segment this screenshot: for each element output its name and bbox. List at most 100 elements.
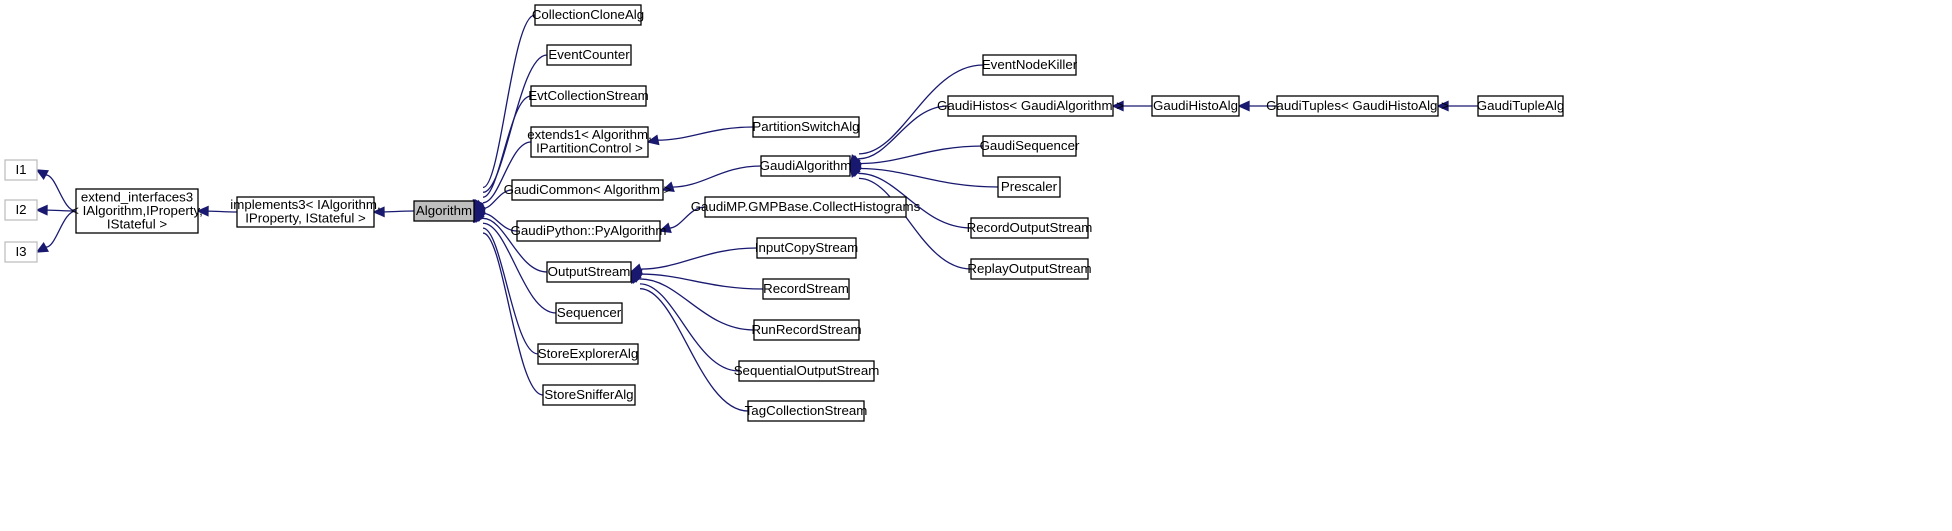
edge-eventnodekiller-to-gaudialgorithm (858, 64, 984, 155)
arrowhead-gaudihistos (1111, 100, 1124, 112)
class-node-gaudihistoalg[interactable]: GaudiHistoAlg (1151, 95, 1240, 117)
edge-collectionclonealg-to-algorithm (482, 14, 536, 189)
class-box (4, 241, 38, 263)
edge-layer (35, 14, 1478, 412)
edge-sequentialoutputstream-to-outputstream (639, 283, 740, 372)
class-label: GaudiMP.GMPBase.CollectHistograms (691, 199, 921, 214)
class-node-algorithm[interactable]: Algorithm (413, 200, 475, 222)
class-box (753, 319, 860, 341)
class-label: PartitionSwitchAlg (752, 119, 859, 134)
class-box (4, 159, 38, 181)
class-node-extend-interfaces3[interactable]: extend_interfaces3< IAlgorithm,IProperty… (71, 188, 203, 234)
class-label: GaudiHistos< GaudiAlgorithm > (937, 98, 1124, 113)
class-box (756, 237, 857, 259)
class-box (530, 85, 647, 107)
class-label: EventCounter (548, 47, 630, 62)
class-label: IProperty, IStateful > (245, 211, 366, 226)
class-box (738, 360, 875, 382)
class-node-sequencer[interactable]: Sequencer (555, 302, 623, 324)
edge-storesnifferalg-to-algorithm (482, 232, 544, 396)
class-label: IStateful > (107, 216, 167, 231)
class-node-runrecordstream[interactable]: RunRecordStream (751, 319, 862, 341)
class-node-gaudihistos[interactable]: GaudiHistos< GaudiAlgorithm > (937, 95, 1124, 117)
edge-partitionswitchalg-to-extends1 (656, 126, 754, 141)
class-label: EventNodeKiller (982, 57, 1078, 72)
class-box (413, 200, 475, 222)
edge-pyalgorithm-to-algorithm (482, 212, 518, 232)
class-node-implements3[interactable]: implements3< IAlgorithm,IProperty, IStat… (230, 196, 381, 228)
class-node-collectionclonealg[interactable]: CollectionCloneAlg (532, 4, 644, 26)
class-node-gaudialgorithm[interactable]: GaudiAlgorithm (760, 155, 852, 177)
class-box (997, 176, 1061, 198)
class-node-gaudisequencer[interactable]: GaudiSequencer (980, 135, 1080, 157)
class-box (1276, 95, 1439, 117)
edge-recordoutputstream-to-gaudialgorithm (858, 172, 972, 229)
class-label: EvtCollectionStream (528, 88, 648, 103)
class-node-recordoutputstream[interactable]: RecordOutputStream (967, 217, 1093, 239)
class-node-eventcounter[interactable]: EventCounter (546, 44, 632, 66)
class-node-replayoutputstream[interactable]: ReplayOutputStream (967, 258, 1092, 280)
class-node-extends1[interactable]: extends1< Algorithm,IPartitionControl > (527, 126, 652, 158)
edge-extend-interfaces3-to-i2 (45, 209, 77, 212)
class-node-recordstream[interactable]: RecordStream (762, 278, 850, 300)
class-node-i1[interactable]: I1 (4, 159, 38, 181)
class-label: extends1< Algorithm, (527, 127, 652, 142)
class-node-outputstream[interactable]: OutputStream (546, 261, 632, 283)
class-box (982, 54, 1077, 76)
class-box (752, 116, 860, 138)
edge-gaudihistos-to-gaudialgorithm (858, 105, 949, 160)
class-node-gaudituplealg[interactable]: GaudiTupleAlg (1477, 95, 1564, 117)
arrowhead-gaudialgorithm (849, 164, 861, 178)
arrowhead-pyalgorithm (658, 222, 672, 233)
edge-collecthistograms-to-pyalgorithm (668, 206, 706, 229)
class-box (75, 188, 199, 234)
class-label: GaudiCommon< Algorithm > (504, 182, 672, 197)
class-label: GaudiTupleAlg (1477, 98, 1564, 113)
class-label: GaudiSequencer (980, 138, 1080, 153)
class-box (546, 44, 632, 66)
class-box (511, 179, 664, 201)
class-label: GaudiPython::PyAlgorithm (511, 223, 667, 238)
class-node-inputcopystream[interactable]: InputCopyStream (755, 237, 858, 259)
edge-extend-interfaces3-to-i1 (45, 174, 77, 212)
class-box (982, 135, 1077, 157)
class-node-i3[interactable]: I3 (4, 241, 38, 263)
class-node-sequentialoutputstream[interactable]: SequentialOutputStream (734, 360, 880, 382)
class-label: OutputStream (548, 264, 631, 279)
class-label: RunRecordStream (751, 322, 861, 337)
class-label: extend_interfaces3 (81, 189, 193, 204)
class-label: ReplayOutputStream (967, 261, 1091, 276)
class-label: SequentialOutputStream (734, 363, 880, 378)
class-node-storesnifferalg[interactable]: StoreSnifferAlg (542, 384, 636, 406)
class-label: StoreSnifferAlg (544, 387, 633, 402)
class-box (760, 155, 851, 177)
class-box (516, 220, 661, 242)
class-node-evtcollectionstream[interactable]: EvtCollectionStream (528, 85, 649, 107)
edge-algorithm-to-implements3 (382, 210, 415, 213)
class-label: implements3< IAlgorithm, (230, 197, 380, 212)
class-box (542, 384, 636, 406)
class-box (1477, 95, 1564, 117)
edge-outputstream-to-algorithm (482, 217, 548, 273)
edge-recordstream-to-outputstream (639, 273, 764, 290)
class-node-tagcollectionstream[interactable]: TagCollectionStream (745, 400, 868, 422)
class-node-gaudicommon[interactable]: GaudiCommon< Algorithm > (504, 179, 672, 201)
class-box (947, 95, 1114, 117)
arrowhead-i1 (35, 169, 49, 180)
class-box (1151, 95, 1240, 117)
class-node-partitionswitchalg[interactable]: PartitionSwitchAlg (752, 116, 860, 138)
arrowhead-gaudihistoalg (1237, 100, 1250, 112)
edge-sequencer-to-algorithm (482, 222, 557, 314)
class-node-prescaler[interactable]: Prescaler (997, 176, 1061, 198)
edge-extends1-to-algorithm (482, 141, 532, 204)
class-node-i2[interactable]: I2 (4, 199, 38, 221)
class-node-gaudituples[interactable]: GaudiTuples< GaudiHistoAlg > (1266, 95, 1449, 117)
class-node-storeexploreralg[interactable]: StoreExplorerAlg (537, 343, 639, 365)
class-label: I1 (15, 162, 26, 177)
class-label: GaudiAlgorithm (760, 158, 852, 173)
class-node-pyalgorithm[interactable]: GaudiPython::PyAlgorithm (511, 220, 667, 242)
class-node-collecthistograms[interactable]: GaudiMP.GMPBase.CollectHistograms (691, 196, 921, 218)
class-node-eventnodekiller[interactable]: EventNodeKiller (982, 54, 1078, 76)
